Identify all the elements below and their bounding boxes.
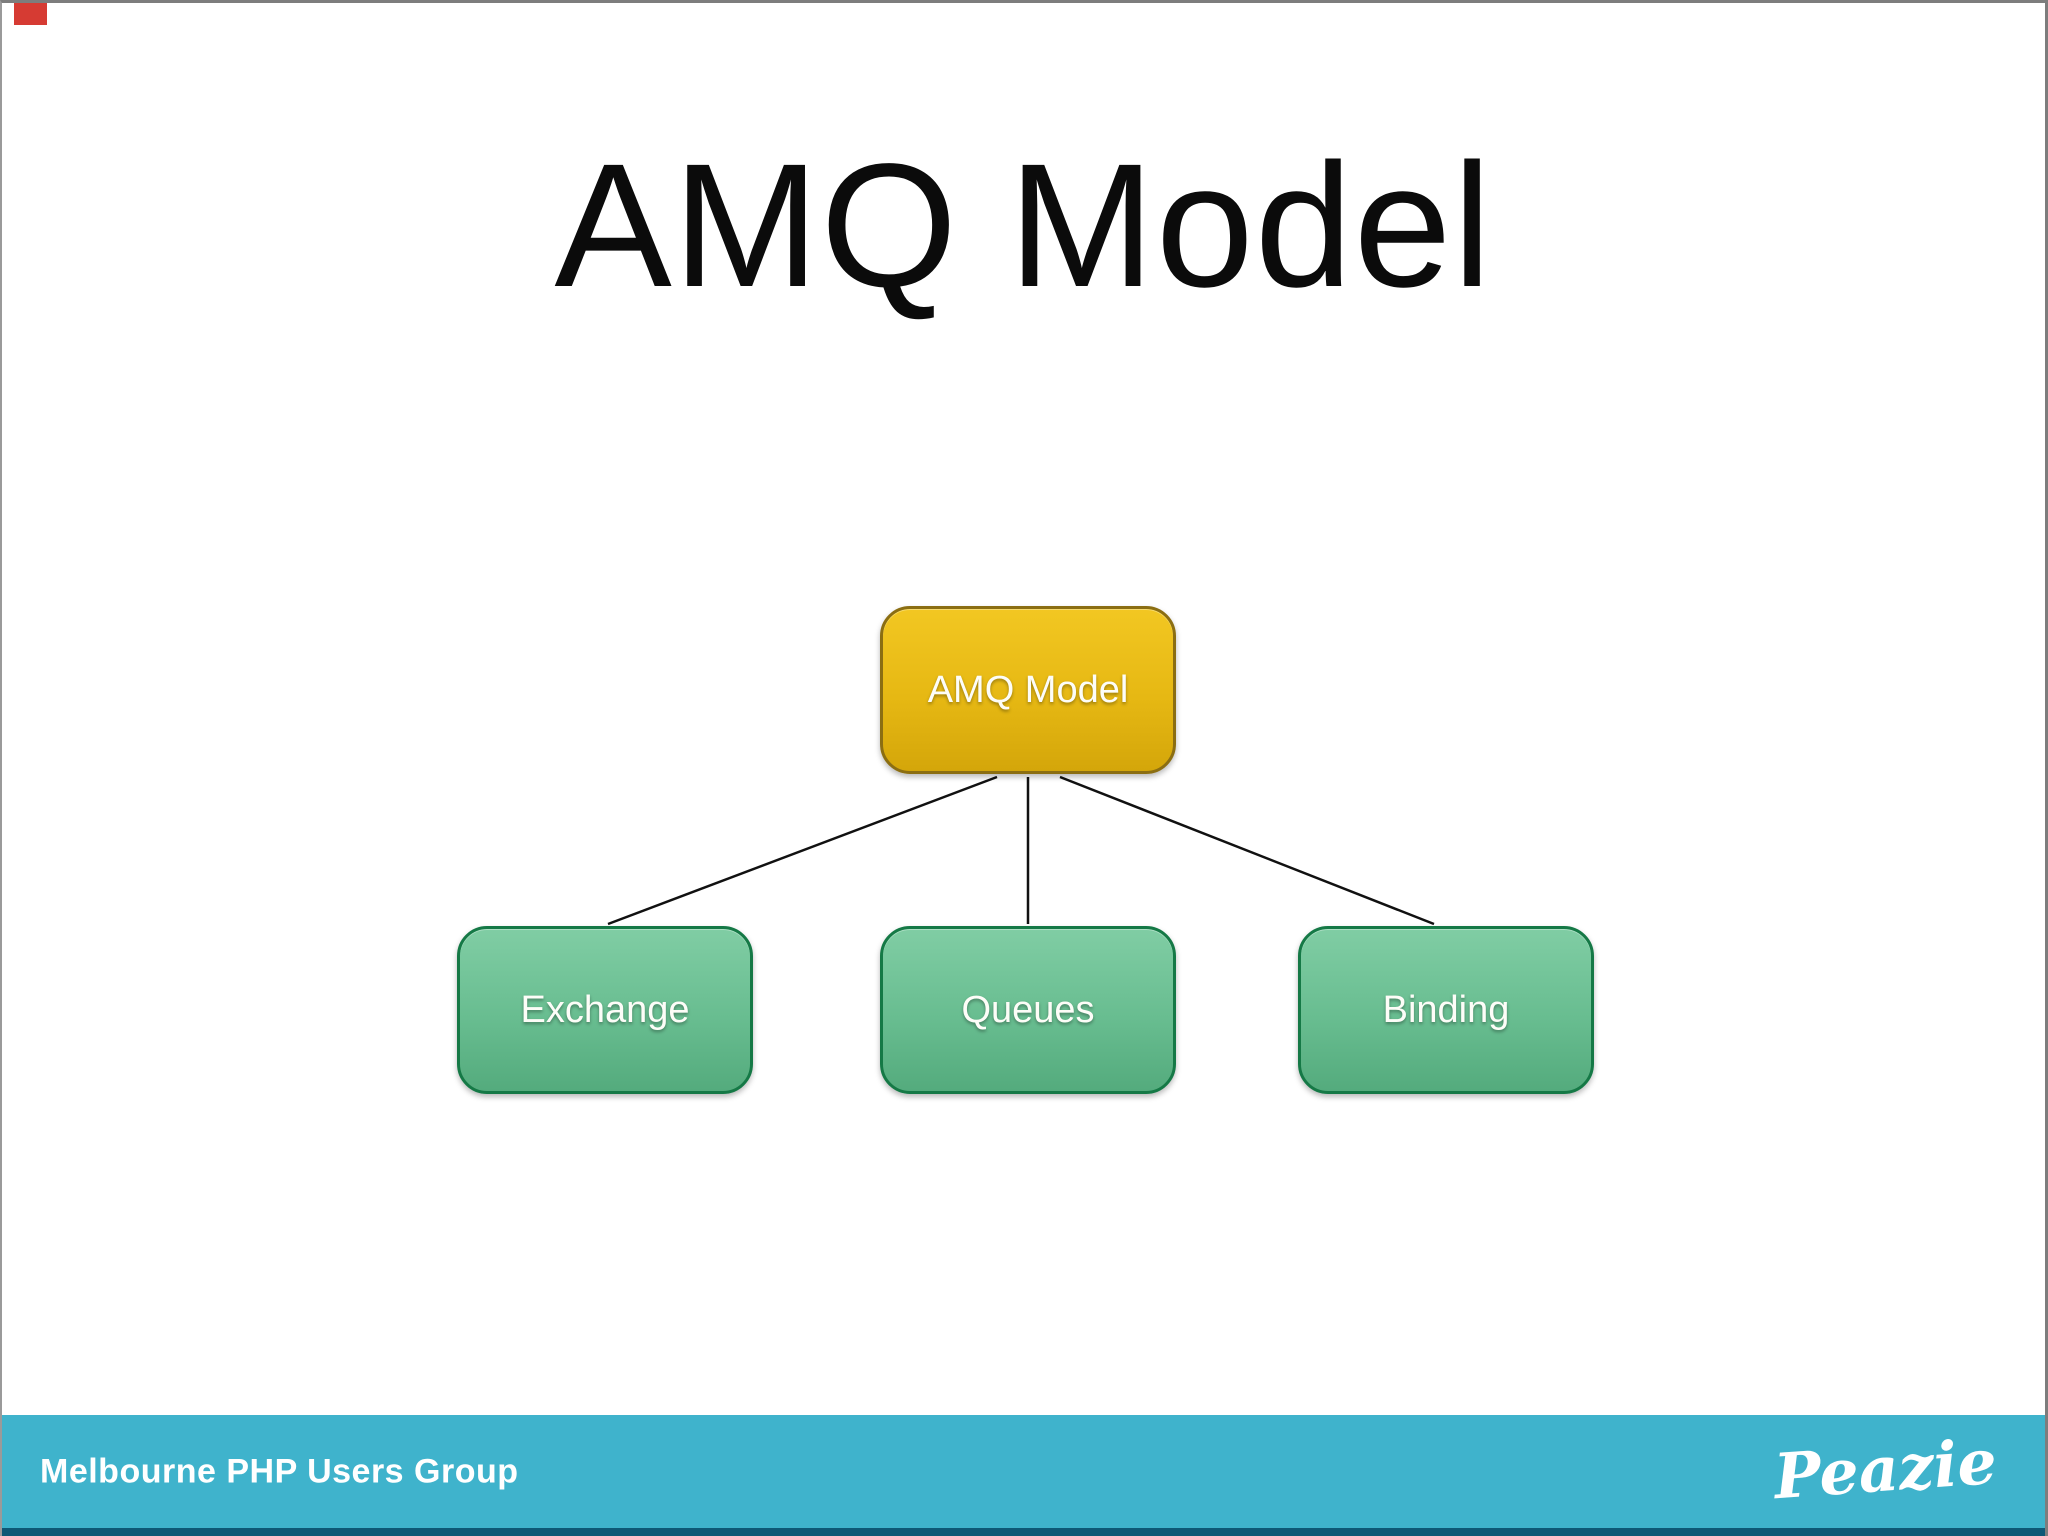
diagram-node-label: AMQ Model bbox=[927, 668, 1129, 711]
diagram-node-exchange: Exchange bbox=[457, 926, 753, 1094]
diagram-node-binding: Binding bbox=[1298, 926, 1594, 1094]
diagram-node-label: Exchange bbox=[520, 988, 690, 1031]
diagram-node-amq-model: AMQ Model bbox=[880, 606, 1176, 774]
slide-title: AMQ Model bbox=[554, 128, 1493, 324]
corner-red-marker bbox=[14, 3, 47, 25]
footer-bar: Melbourne PHP Users Group Peazie bbox=[2, 1415, 2045, 1528]
footer-bottom-strip bbox=[2, 1528, 2045, 1536]
diagram-node-label: Queues bbox=[961, 988, 1095, 1031]
peazie-logo: Peazie bbox=[1771, 1424, 2000, 1513]
diagram-node-queues: Queues bbox=[880, 926, 1176, 1094]
diagram-node-label: Binding bbox=[1382, 988, 1510, 1031]
footer-group-name: Melbourne PHP Users Group bbox=[40, 1452, 519, 1490]
